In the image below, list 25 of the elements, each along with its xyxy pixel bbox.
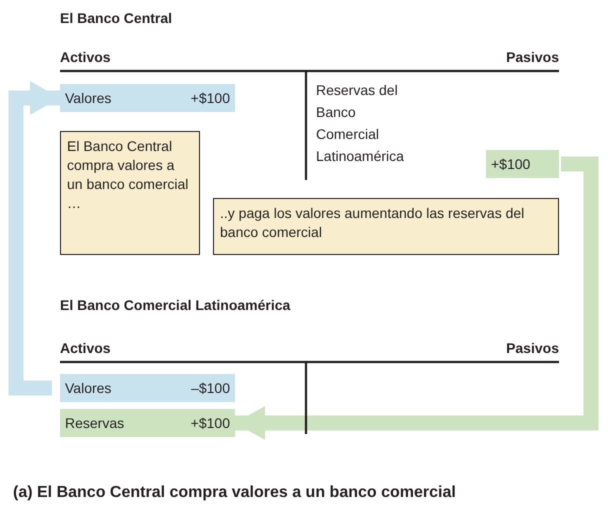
- amount: +$100: [190, 88, 230, 108]
- amount: +$100: [491, 154, 530, 174]
- figure-caption: (a) El Banco Central compra valores a un banco comercial: [13, 484, 456, 502]
- account-name: Reservas: [65, 414, 124, 432]
- column-heading: Activos: [60, 339, 111, 358]
- account-name: Valores: [65, 378, 112, 398]
- column-heading: Pasivos: [506, 48, 559, 67]
- account-name: Valores: [65, 88, 112, 108]
- asset-entry: [60, 84, 235, 112]
- amount: –$100: [191, 378, 230, 398]
- column-heading: Pasivos: [506, 339, 559, 358]
- amount: +$100: [190, 414, 230, 432]
- column-heading: Activos: [60, 48, 111, 67]
- asset-entry: [60, 374, 235, 402]
- account-heading: El Banco Comercial Latinoamérica: [60, 296, 290, 315]
- note-text: ..y paga los valores aumentando las reservas del banco comercial: [220, 205, 524, 240]
- flow-arrow: [8, 81, 60, 396]
- account-heading: El Banco Central: [60, 9, 172, 28]
- asset-entry: [60, 409, 235, 437]
- note-text: El Banco Central compra valores a un banco comercial …: [67, 138, 188, 211]
- liability-entry: [486, 150, 559, 178]
- flow-arrow: [235, 156, 598, 440]
- note-box: [213, 198, 559, 255]
- account-name: Reservas del Banco Comercial Latinoamérica: [316, 81, 405, 166]
- note-box: [60, 131, 200, 255]
